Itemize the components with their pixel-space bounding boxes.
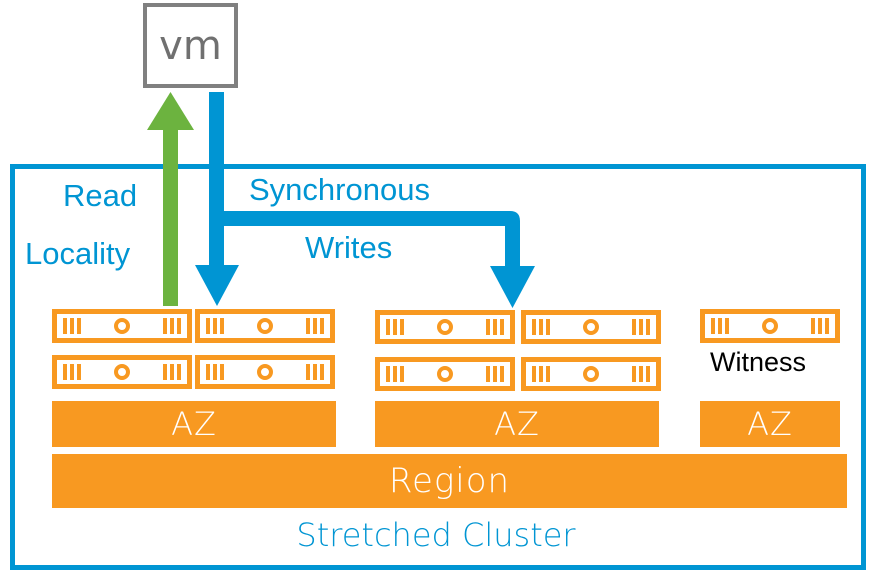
server-rack-icon: [532, 366, 650, 382]
server-rack-icon: [386, 366, 504, 382]
server-witness: [700, 309, 840, 343]
read-label-line1: Read: [63, 178, 138, 213]
az-label: AZ: [171, 405, 217, 443]
az-bar-2: AZ: [375, 401, 659, 447]
server-az1-1: [52, 309, 192, 343]
az-label: AZ: [494, 405, 540, 443]
cluster-label: Stretched Cluster: [296, 516, 576, 554]
server-rack-icon: [63, 318, 181, 334]
read-arrow-head: [147, 92, 194, 130]
read-label-line2: Locality: [25, 236, 131, 271]
write-arrow-head-remote: [490, 266, 535, 308]
server-az2-1: [375, 310, 515, 344]
vm-box: vm: [143, 3, 238, 88]
witness-label: Witness: [710, 347, 807, 377]
server-rack-icon: [206, 364, 324, 380]
server-az2-4: [521, 357, 661, 391]
sync-label-line2: Writes: [305, 230, 393, 265]
read-arrow-shaft: [163, 128, 178, 306]
server-az2-2: [521, 310, 661, 344]
vm-label: vm: [159, 22, 222, 69]
server-rack-icon: [532, 319, 650, 335]
server-rack-icon: [711, 318, 829, 334]
write-arrow-head-local: [195, 265, 239, 306]
stretched-cluster-frame: [10, 164, 866, 570]
server-rack-icon: [386, 319, 504, 335]
server-az1-3: [52, 355, 192, 389]
region-label: Region: [388, 461, 511, 501]
server-az2-3: [375, 357, 515, 391]
server-az1-4: [195, 355, 335, 389]
region-bar: Region: [52, 454, 847, 508]
server-rack-icon: [206, 318, 324, 334]
write-arrow-branch: [224, 211, 520, 268]
sync-label-line1: Synchronous: [249, 172, 430, 207]
server-az1-2: [195, 309, 335, 343]
az-bar-witness: AZ: [700, 401, 840, 447]
server-rack-icon: [63, 364, 181, 380]
az-bar-1: AZ: [52, 401, 336, 447]
az-label: AZ: [747, 405, 793, 443]
write-arrow-shaft-local: [209, 92, 224, 267]
